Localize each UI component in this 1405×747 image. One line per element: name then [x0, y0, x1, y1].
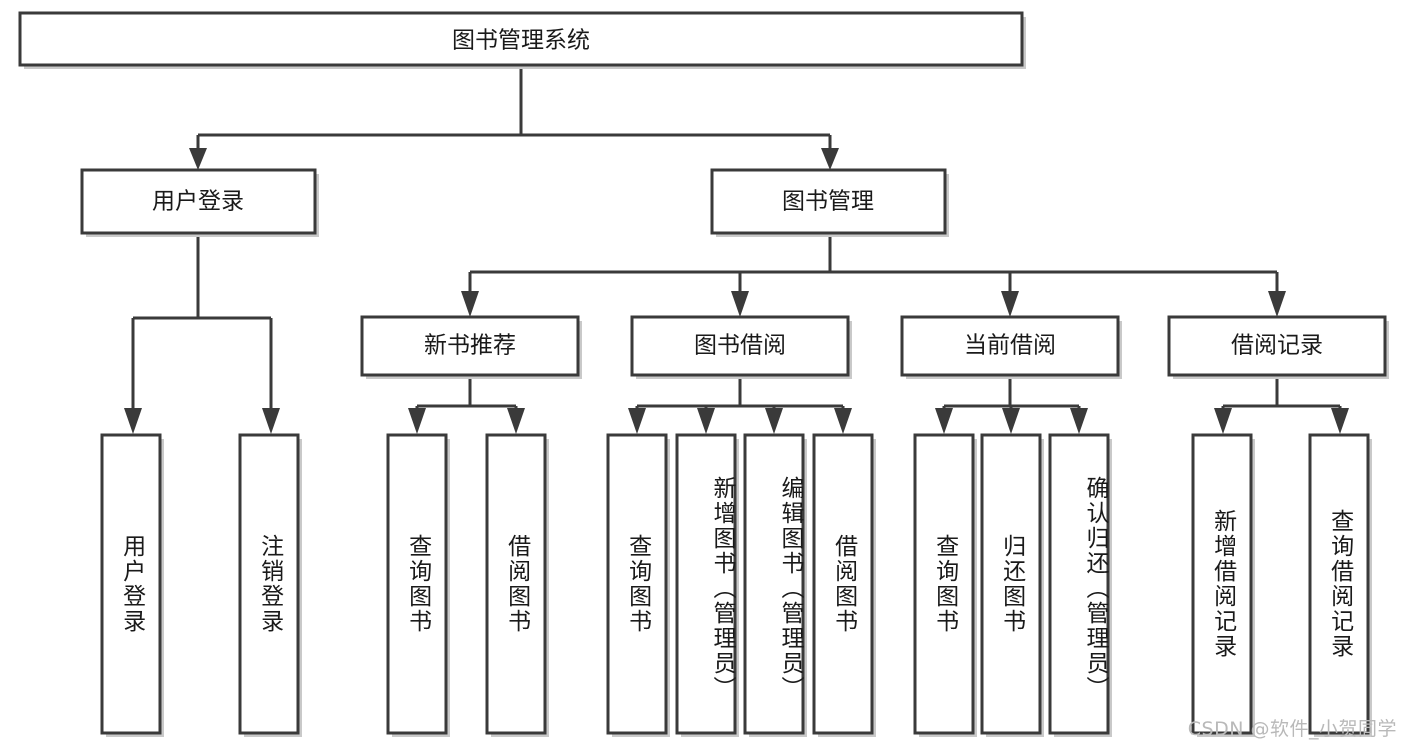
connector-layer [124, 66, 1349, 434]
arrow-head-borrow-record [1268, 291, 1286, 317]
arrow-head-leaf-query-book-2 [628, 408, 646, 434]
node-leaf-query-book-3[interactable] [913, 433, 977, 737]
arrow-head-leaf-borrow-book-2 [834, 408, 852, 434]
node-leaf-confirm-return[interactable] [1048, 433, 1112, 737]
node-leaf-logout-login[interactable] [238, 433, 302, 737]
arrow-head-leaf-return-book [1002, 408, 1020, 434]
arrow-head-leaf-query-book-1 [408, 408, 426, 434]
node-leaf-borrow-book-1[interactable] [485, 433, 549, 737]
arrow-head-leaf-add-record [1214, 408, 1232, 434]
node-new-book-recommend[interactable]: 新书推荐 [360, 315, 582, 379]
node-leaf-query-record[interactable] [1308, 433, 1372, 737]
node-borrow-record[interactable]: 借阅记录 [1167, 315, 1389, 379]
node-book-borrow-label: 图书借阅 [694, 333, 786, 359]
node-root-label: 图书管理系统 [452, 28, 590, 54]
arrow-head-book-management [821, 148, 839, 170]
node-layer: 图书管理系统 用户登录 图书管理 新书推荐 [18, 11, 1389, 737]
node-leaf-add-record[interactable] [1191, 433, 1255, 737]
node-current-borrow-label: 当前借阅 [964, 333, 1056, 359]
node-user-login[interactable]: 用户登录 [80, 168, 319, 237]
node-leaf-edit-book[interactable] [743, 433, 807, 737]
node-new-book-recommend-label: 新书推荐 [424, 333, 516, 359]
node-root[interactable]: 图书管理系统 [18, 11, 1026, 69]
node-book-borrow[interactable]: 图书借阅 [630, 315, 852, 379]
watermark-text: CSDN @软件_小贺同学 [1187, 718, 1397, 740]
arrow-head-user-login [189, 148, 207, 170]
arrow-head-leaf-edit-book [765, 408, 783, 434]
node-leaf-user-login[interactable] [100, 433, 164, 737]
node-book-management-label: 图书管理 [782, 189, 874, 215]
node-leaf-add-book[interactable] [675, 433, 739, 737]
node-leaf-borrow-book-2[interactable] [812, 433, 876, 737]
node-user-login-label: 用户登录 [152, 189, 244, 215]
arrow-head-leaf-query-record [1331, 408, 1349, 434]
arrow-head-new-book-recommend [461, 291, 479, 317]
node-book-management[interactable]: 图书管理 [710, 168, 949, 237]
arrow-head-leaf-query-book-3 [935, 408, 953, 434]
node-current-borrow[interactable]: 当前借阅 [900, 315, 1122, 379]
leaf-box-layer [100, 433, 1372, 737]
node-borrow-record-label: 借阅记录 [1231, 333, 1323, 359]
arrow-head-leaf-user-login [124, 408, 142, 434]
node-leaf-query-book-1[interactable] [386, 433, 450, 737]
arrow-head-leaf-borrow-book-1 [507, 408, 525, 434]
node-leaf-query-book-2[interactable] [606, 433, 670, 737]
arrow-head-leaf-add-book [697, 408, 715, 434]
arrow-head-current-borrow [1001, 291, 1019, 317]
node-leaf-return-book[interactable] [980, 433, 1044, 737]
arrow-head-leaf-logout-login [262, 408, 280, 434]
arrow-head-book-borrow [731, 291, 749, 317]
arrow-head-leaf-confirm-return [1070, 408, 1088, 434]
